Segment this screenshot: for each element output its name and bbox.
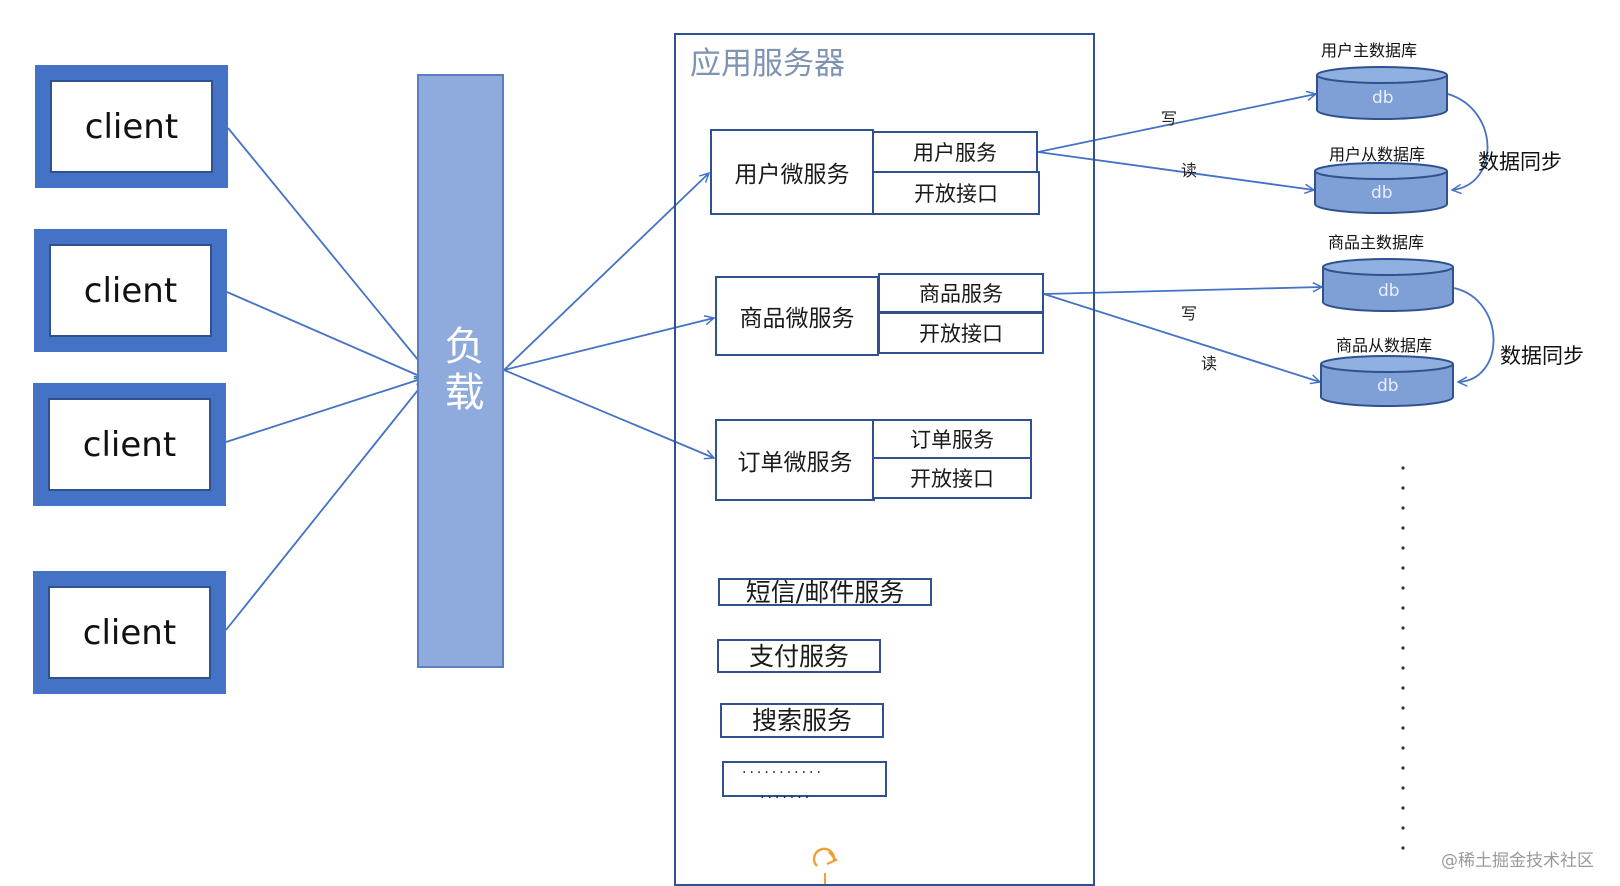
goods-service[interactable]: 商品服务 bbox=[878, 273, 1044, 313]
client-label: client bbox=[50, 80, 213, 173]
app-server-title: 应用服务器 bbox=[690, 46, 845, 82]
more-services-box[interactable]: ··········· bbox=[722, 761, 887, 797]
client-node-1[interactable]: client bbox=[35, 65, 228, 188]
more-services-dots: ······· bbox=[760, 790, 813, 806]
payment-service[interactable]: 支付服务 bbox=[717, 639, 881, 673]
arrow-goods-sync bbox=[1453, 287, 1495, 382]
client-label: client bbox=[48, 586, 211, 679]
order-service[interactable]: 订单服务 bbox=[872, 419, 1032, 459]
goods-slave-db-cylinder[interactable] bbox=[1320, 355, 1454, 407]
arrow-goods-write bbox=[1043, 287, 1322, 295]
goods-slave-db-title: 商品从数据库 bbox=[1336, 336, 1433, 355]
client-node-2[interactable]: client bbox=[34, 229, 227, 352]
user-slave-db-label: db bbox=[1371, 183, 1393, 203]
arrow-client2-to-lb bbox=[226, 291, 424, 378]
more-services-dots: ··········· bbox=[742, 765, 824, 781]
arrow-user-write bbox=[1037, 94, 1316, 153]
arrow-client3-to-lb bbox=[225, 378, 424, 443]
search-service[interactable]: 搜索服务 bbox=[720, 703, 884, 738]
user-read-label: 读 bbox=[1181, 161, 1198, 180]
goods-write-label: 写 bbox=[1181, 304, 1198, 323]
user-slave-db-cylinder[interactable] bbox=[1314, 162, 1448, 214]
user-sync-label: 数据同步 bbox=[1478, 150, 1562, 174]
rotate-handle-icon[interactable] bbox=[812, 847, 838, 886]
client-label: client bbox=[49, 244, 212, 337]
client-node-4[interactable]: client bbox=[33, 571, 226, 694]
load-balancer[interactable]: 负载 bbox=[417, 74, 504, 668]
goods-read-label: 读 bbox=[1201, 354, 1218, 373]
arrow-lb-to-order-ms bbox=[503, 369, 714, 458]
goods-sync-label: 数据同步 bbox=[1500, 344, 1584, 368]
user-slave-db-title: 用户从数据库 bbox=[1329, 145, 1426, 164]
user-open-api[interactable]: 开放接口 bbox=[872, 171, 1040, 215]
user-write-label: 写 bbox=[1161, 109, 1178, 128]
client-label: client bbox=[48, 398, 211, 491]
goods-master-db-label: db bbox=[1378, 281, 1400, 301]
arrow-client4-to-lb bbox=[225, 380, 426, 631]
arrow-user-sync bbox=[1447, 93, 1489, 190]
app-server-frame[interactable] bbox=[674, 33, 1095, 886]
order-open-api[interactable]: 开放接口 bbox=[872, 457, 1032, 499]
user-service[interactable]: 用户服务 bbox=[872, 131, 1038, 173]
order-microservice[interactable]: 订单微服务 bbox=[715, 419, 875, 501]
sms-email-service[interactable]: 短信/邮件服务 bbox=[718, 578, 932, 606]
client-node-3[interactable]: client bbox=[33, 383, 226, 506]
goods-master-db-title: 商品主数据库 bbox=[1328, 233, 1425, 252]
arrow-lb-to-goods-ms bbox=[503, 318, 714, 371]
arrow-user-read bbox=[1037, 151, 1314, 190]
arrow-goods-read bbox=[1043, 293, 1320, 382]
arrow-client1-to-lb bbox=[227, 127, 428, 372]
more-databases-ellipsis bbox=[1401, 466, 1405, 850]
watermark: @稀土掘金技术社区 bbox=[1441, 851, 1594, 871]
user-master-db-label: db bbox=[1372, 88, 1394, 108]
user-master-db-title: 用户主数据库 bbox=[1321, 41, 1418, 60]
goods-slave-db-label: db bbox=[1377, 376, 1399, 396]
goods-master-db-cylinder[interactable] bbox=[1322, 258, 1454, 312]
user-master-db-cylinder[interactable] bbox=[1316, 66, 1448, 120]
goods-open-api[interactable]: 开放接口 bbox=[878, 312, 1044, 354]
user-microservice[interactable]: 用户微服务 bbox=[710, 129, 874, 215]
load-balancer-label: 负载 bbox=[437, 325, 484, 417]
goods-microservice[interactable]: 商品微服务 bbox=[715, 276, 879, 356]
